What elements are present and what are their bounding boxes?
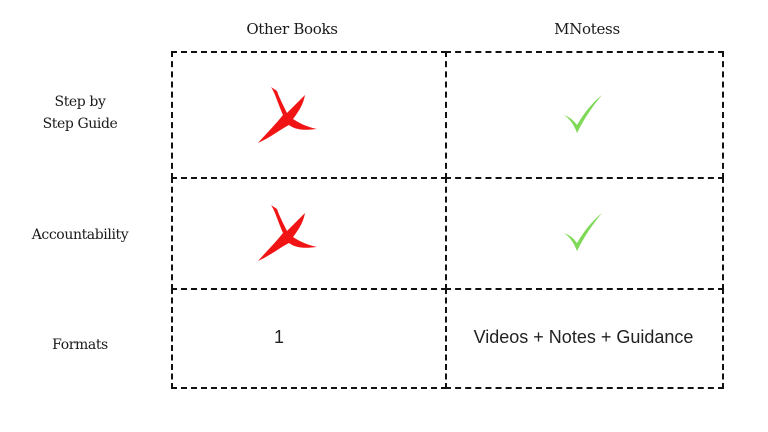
cell-other-accountability	[171, 177, 447, 290]
check-icon	[563, 212, 602, 251]
row-label-line: Step Guide	[42, 116, 118, 132]
cell-mnotess-formats: Videos + Notes + Guidance	[445, 288, 724, 389]
row-label-line: Step by	[54, 94, 106, 110]
cell-other-step-guide	[171, 51, 447, 179]
header-other-books: Other Books	[246, 20, 338, 38]
cross-icon	[258, 87, 317, 143]
formats-mnotess-value: Videos + Notes + Guidance	[473, 327, 694, 347]
cell-mnotess-accountability	[445, 177, 724, 290]
row-label-formats: Formats	[52, 337, 108, 353]
header-mnotess: MNotess	[554, 20, 620, 38]
formats-other-value: 1	[273, 327, 284, 347]
row-label-step-by-step-guide: Step by Step Guide	[20, 91, 140, 135]
cell-other-formats: 1	[171, 288, 447, 389]
cell-mnotess-step-guide	[445, 51, 724, 179]
check-icon	[563, 95, 602, 133]
row-label-accountability: Accountability	[31, 227, 129, 243]
cross-icon	[258, 204, 317, 261]
